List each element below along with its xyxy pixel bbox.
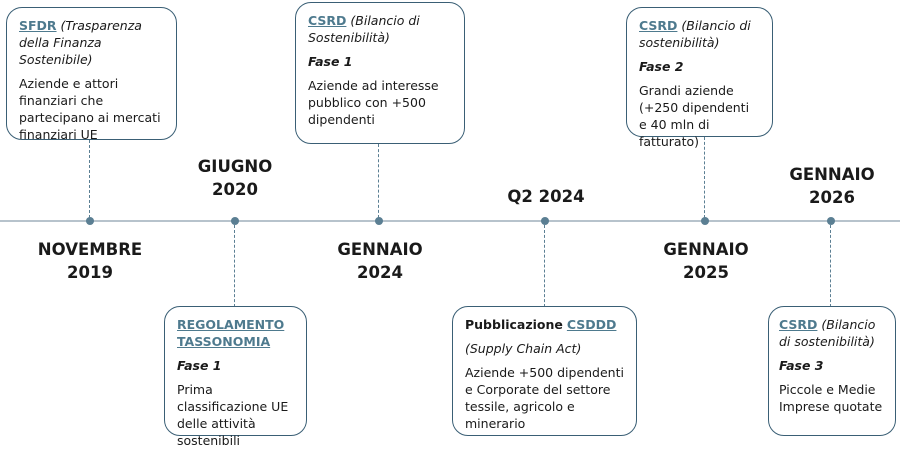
event-subtitle: (Bilancio di Sostenibilità)	[308, 13, 420, 45]
event-description: Grandi aziende (+250 dipendenti e 40 mln…	[639, 83, 750, 149]
timeline-marker-nov-2019	[86, 217, 94, 225]
timeline-axis	[0, 220, 900, 222]
event-card-csrd-phase1: CSRD (Bilancio di Sostenibilità) Fase 1 …	[295, 2, 465, 144]
timeline-marker-jun-2020	[231, 217, 239, 225]
event-description: Aziende +500 dipendenti e Corporate del …	[465, 365, 624, 431]
event-prefix: Pubblicazione	[465, 317, 563, 332]
event-subtitle: (Trasparenza della Finanza Sostenibile)	[19, 18, 142, 67]
sfdr-link[interactable]: SFDR	[19, 18, 57, 33]
connector-line	[704, 137, 705, 218]
timeline-marker-jan-2026	[827, 217, 835, 225]
event-phase: Fase 1	[177, 358, 222, 373]
event-description: Piccole e Medie Imprese quotate	[779, 382, 883, 414]
event-date-q2-2024: Q2 2024	[507, 187, 585, 206]
csrd-link[interactable]: CSRD	[639, 18, 678, 33]
timeline-marker-q2-2024	[541, 217, 549, 225]
event-phase: Fase 3	[779, 358, 824, 373]
timeline-marker-jan-2024	[375, 217, 383, 225]
connector-line	[234, 225, 235, 307]
event-phase: Fase 1	[308, 54, 353, 69]
event-card-csrd-phase2: CSRD (Bilancio di sostenibilità) Fase 2 …	[626, 7, 773, 149]
event-card-taxonomy: REGOLAMENTO TASSONOMIA Fase 1 Prima clas…	[164, 306, 307, 448]
timeline-marker-jan-2025	[701, 217, 709, 225]
event-subtitle: (Supply Chain Act)	[465, 341, 582, 356]
event-card-csrd-phase3: CSRD (Bilancio di sostenibilità) Fase 3 …	[768, 306, 896, 436]
csrd-link[interactable]: CSRD	[779, 317, 818, 332]
csddd-link[interactable]: CSDDD	[566, 317, 617, 332]
event-description: Prima classificazione UE delle attività …	[177, 382, 289, 448]
event-card-csddd: Pubblicazione CSDDD (Supply Chain Act) A…	[452, 306, 637, 436]
event-description: Aziende e attori finanziari che partecip…	[19, 76, 161, 142]
connector-line	[89, 140, 90, 218]
event-phase: Fase 2	[639, 59, 684, 74]
event-card-sfdr: SFDR (Trasparenza della Finanza Sostenib…	[6, 7, 177, 142]
connector-line	[830, 225, 831, 307]
connector-line	[544, 225, 545, 307]
event-description: Aziende ad interesse pubblico con +500 d…	[308, 78, 439, 127]
csrd-link[interactable]: CSRD	[308, 13, 347, 28]
event-subtitle: (Bilancio di sostenibilità)	[639, 18, 751, 50]
taxonomy-link[interactable]: REGOLAMENTO TASSONOMIA	[177, 317, 285, 349]
connector-line	[378, 144, 379, 218]
event-subtitle: (Bilancio di sostenibilità)	[779, 317, 876, 349]
